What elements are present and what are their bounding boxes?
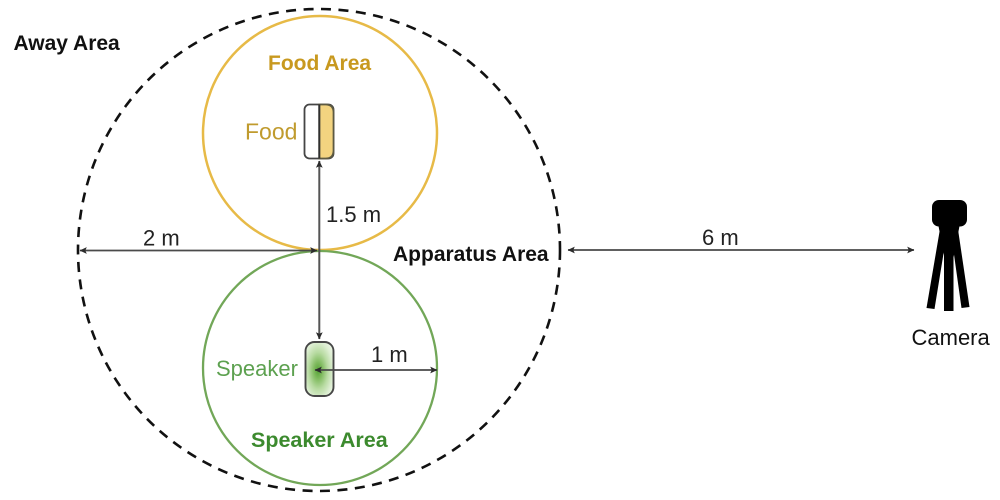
svg-text:Speaker Area: Speaker Area [251, 428, 389, 452]
svg-text:Speaker: Speaker [216, 356, 298, 381]
svg-text:Food: Food [245, 119, 297, 145]
svg-text:1 m: 1 m [371, 342, 408, 367]
svg-text:Apparatus Area: Apparatus Area [393, 243, 549, 266]
svg-text:6 m: 6 m [702, 225, 739, 250]
svg-text:2 m: 2 m [143, 226, 180, 251]
svg-text:Camera: Camera [912, 325, 991, 350]
svg-text:1.5 m: 1.5 m [326, 202, 381, 227]
svg-text:Away Area: Away Area [14, 32, 121, 55]
svg-text:Food Area: Food Area [268, 52, 371, 75]
